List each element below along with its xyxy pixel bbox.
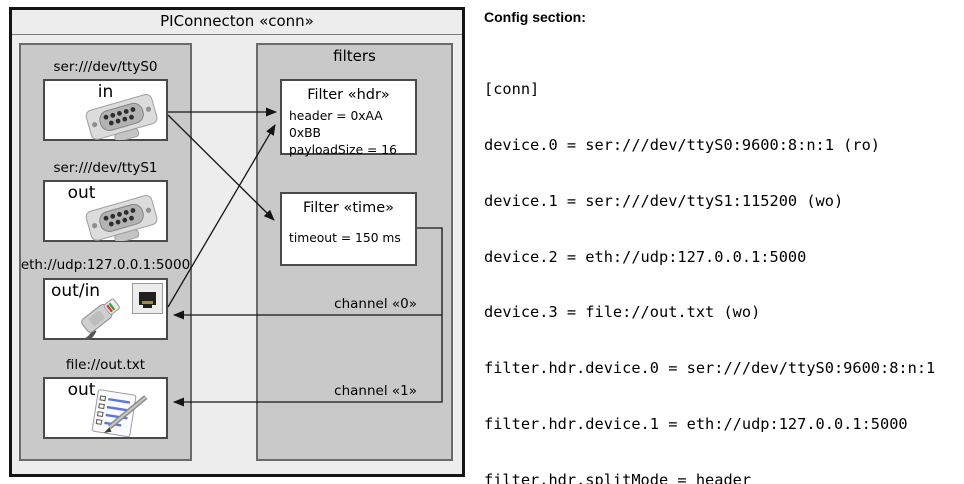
- filter-box-time: Filter «time» timeout = 150 ms: [280, 192, 417, 266]
- config-line: filter.hdr.splitMode = header: [484, 470, 752, 484]
- filter-title: Filter «hdr»: [307, 87, 390, 103]
- config-line: device.1 = ser:///dev/ttyS1:115200 (wo): [484, 191, 844, 210]
- config-line: device.2 = eth://udp:127.0.0.1:5000: [484, 247, 807, 266]
- channel-0-label: channel «0»: [334, 296, 417, 312]
- serial-connector-icon: [85, 94, 158, 140]
- filter-param: payloadSize = 16: [289, 143, 397, 157]
- filter-title: Filter «time»: [302, 200, 395, 216]
- device-uri-eth: eth://udp:127.0.0.1:5000: [20, 257, 191, 273]
- diagram-title: PIConnecton «conn»: [12, 10, 462, 35]
- config-line: device.3 = file://out.txt (wo): [484, 303, 761, 322]
- device-box-ttys1: out: [43, 180, 168, 242]
- config-line: filter.hdr.device.0 = ser:///dev/ttyS0:9…: [484, 359, 936, 378]
- filters-panel-title: filters: [333, 47, 376, 65]
- filter-box-hdr: Filter «hdr» header = 0xAA 0xBB payloadS…: [280, 79, 417, 157]
- config-lines: [conn] device.0 = ser:///dev/ttyS0:9600:…: [484, 43, 944, 484]
- ethernet-port-icon: [132, 283, 163, 314]
- device-uri-file: file://out.txt: [65, 357, 146, 373]
- config-line: device.0 = ser:///dev/ttyS0:9600:8:n:1 (…: [484, 135, 881, 154]
- device-box-file: out: [43, 377, 168, 439]
- config-line: filter.hdr.device.1 = eth://udp:127.0.0.…: [484, 414, 908, 433]
- device-mode-label: in: [97, 82, 114, 102]
- device-box-ttys0: in: [43, 79, 168, 141]
- device-mode-label: out/in: [51, 281, 101, 301]
- device-uri-ttys1: ser:///dev/ttyS1: [53, 160, 158, 176]
- filter-param: timeout = 150 ms: [289, 231, 401, 245]
- device-box-eth: out/in: [43, 278, 168, 340]
- notepad-icon: [91, 389, 148, 438]
- channel-1-label: channel «1»: [334, 383, 417, 399]
- device-uri-ttys0: ser:///dev/ttyS0: [53, 59, 158, 75]
- device-mode-label: out: [67, 380, 96, 400]
- filter-param: header = 0xAA 0xBB: [289, 109, 383, 140]
- config-heading: Config section:: [484, 9, 586, 25]
- config-line: [conn]: [484, 80, 540, 99]
- ethernet-plug-icon: [76, 298, 120, 340]
- serial-connector-icon: [85, 195, 158, 241]
- device-mode-label: out: [67, 183, 96, 203]
